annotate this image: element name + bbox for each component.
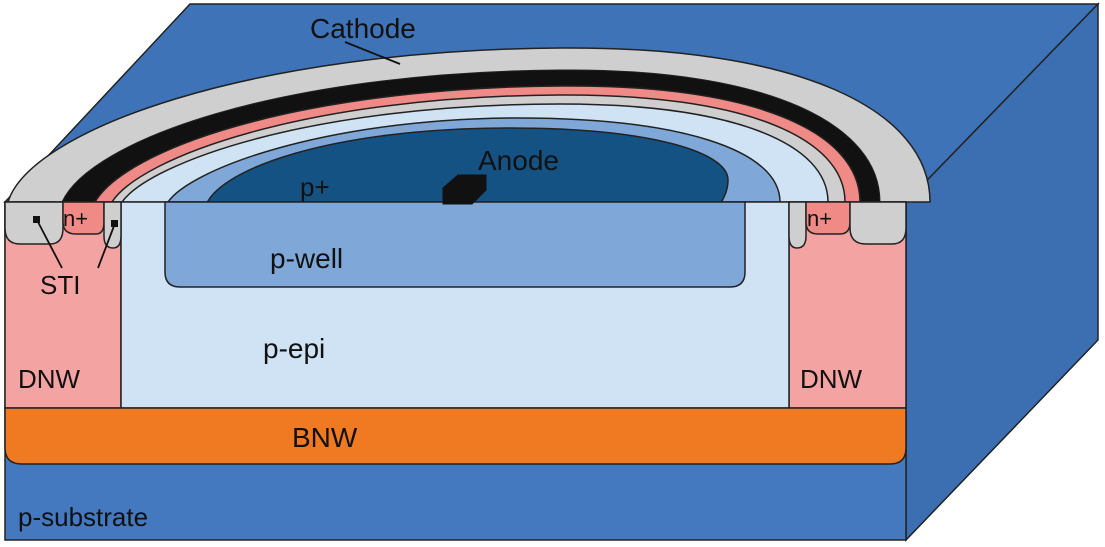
p-plus-label: p+	[300, 172, 330, 202]
sti-leader-line-left	[37, 221, 63, 269]
n-plus-left-label: n+	[63, 206, 88, 231]
p-substrate-label: p-substrate	[18, 502, 148, 532]
p-well-label: p-well	[270, 243, 343, 274]
cathode-label: Cathode	[310, 13, 416, 44]
sti-marker-right	[111, 220, 118, 227]
cathode-leader-line	[344, 41, 401, 65]
p-well-region	[164, 201, 746, 288]
sti-label: STI	[40, 270, 80, 300]
anode-contact	[442, 174, 487, 205]
sti-leader-line-right	[97, 225, 115, 269]
bnw-label: BNW	[292, 422, 358, 453]
sti-right	[849, 201, 907, 245]
dnw-right-label: DNW	[800, 364, 863, 394]
anode-label: Anode	[478, 145, 559, 176]
sti-inner-right	[788, 201, 807, 249]
dnw-left-label: DNW	[18, 364, 81, 394]
sti-marker-left	[33, 216, 40, 223]
n-plus-right-label: n+	[807, 206, 832, 231]
bnw-region	[4, 407, 907, 465]
p-epi-label: p-epi	[263, 333, 325, 364]
